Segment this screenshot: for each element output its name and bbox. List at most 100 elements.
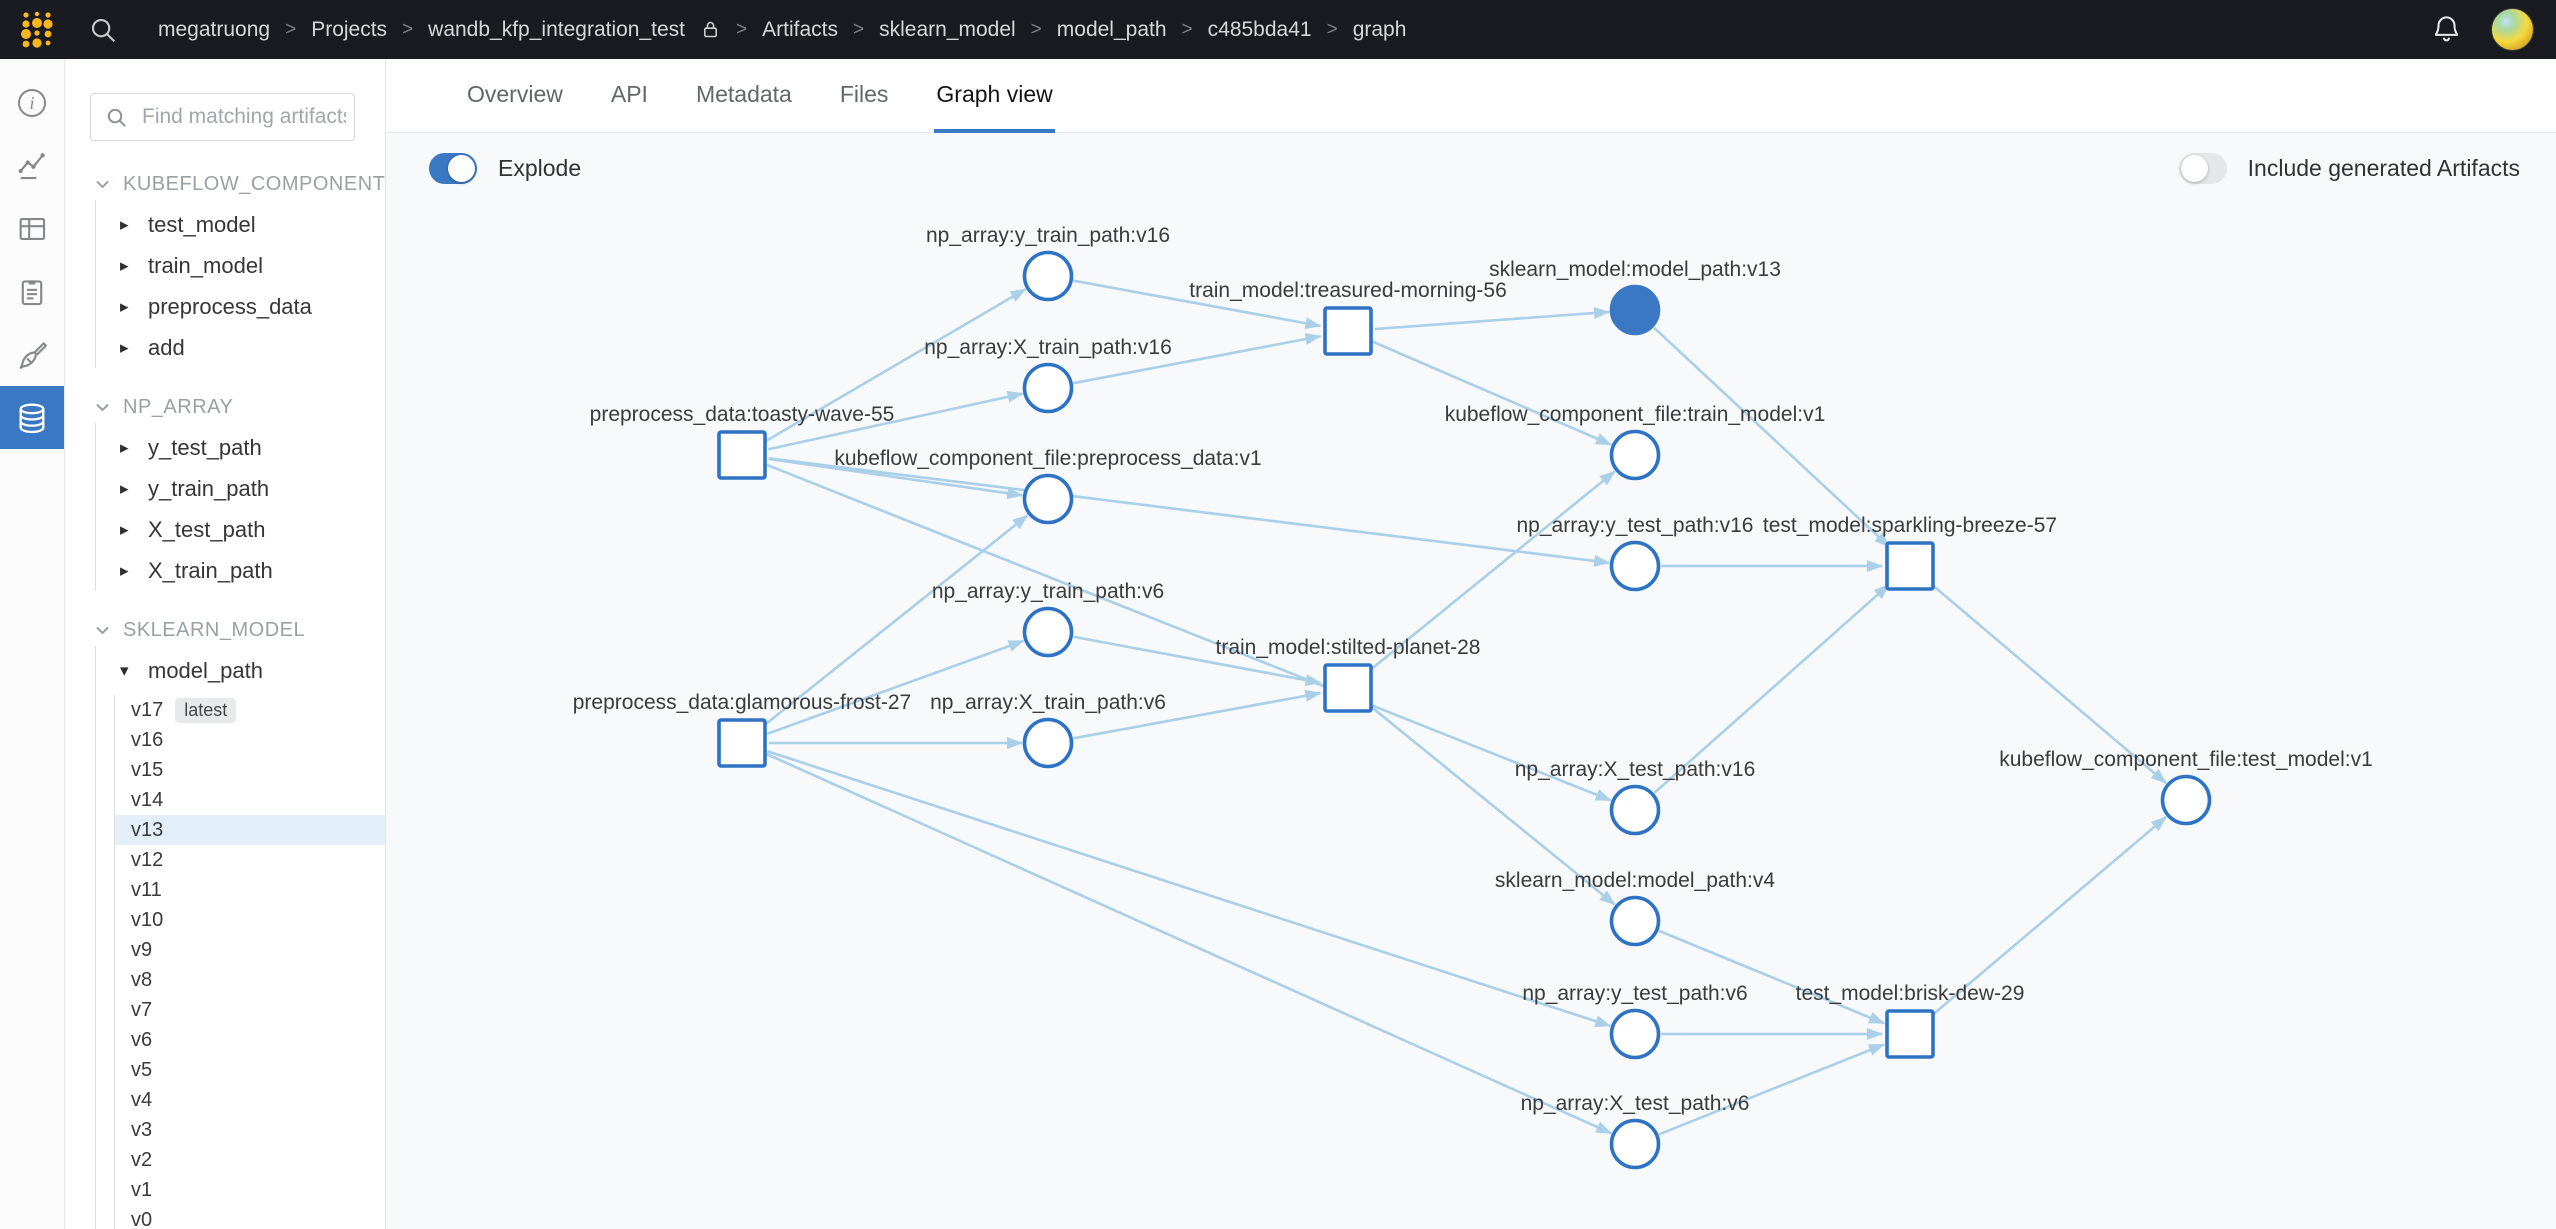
version-item-v11[interactable]: v11 bbox=[115, 875, 385, 905]
graph-node-train_model:treasured-morning-56[interactable]: train_model:treasured-morning-56 bbox=[1189, 279, 1507, 356]
tree-item-train_model[interactable]: ▸train_model bbox=[96, 245, 385, 286]
version-item-v14[interactable]: v14 bbox=[115, 785, 385, 815]
graph-node-np_array:X_test_path:v16[interactable]: np_array:X_test_path:v16 bbox=[1515, 758, 1756, 836]
tab-graph-view[interactable]: Graph view bbox=[934, 59, 1055, 133]
rail-item-sweeps[interactable] bbox=[0, 323, 64, 386]
artifact-search-input[interactable] bbox=[140, 104, 354, 130]
artifact-node-shape[interactable] bbox=[1609, 429, 1661, 481]
graph-node-np_array:y_train_path:v16[interactable]: np_array:y_train_path:v16 bbox=[926, 224, 1170, 302]
version-item-v9[interactable]: v9 bbox=[115, 935, 385, 965]
rail-item-workspace[interactable] bbox=[0, 134, 64, 197]
wandb-logo[interactable] bbox=[14, 7, 60, 53]
tree-item-X_train_path[interactable]: ▸X_train_path bbox=[96, 550, 385, 591]
artifact-node-shape[interactable] bbox=[1609, 784, 1661, 836]
section-header-KUBEFLOW_COMPONENT...[interactable]: KUBEFLOW_COMPONENT... bbox=[65, 169, 385, 200]
version-item-v8[interactable]: v8 bbox=[115, 965, 385, 995]
run-node-shape[interactable] bbox=[717, 718, 767, 768]
version-item-v7[interactable]: v7 bbox=[115, 995, 385, 1025]
version-item-v13[interactable]: v13 bbox=[115, 815, 385, 845]
rail-item-overview[interactable]: i bbox=[0, 71, 64, 134]
search-icon[interactable] bbox=[88, 15, 118, 45]
explode-toggle[interactable] bbox=[429, 152, 477, 184]
version-item-v10[interactable]: v10 bbox=[115, 905, 385, 935]
artifact-node-shape[interactable] bbox=[1609, 1118, 1661, 1170]
version-item-v0[interactable]: v0 bbox=[115, 1205, 385, 1229]
graph-edge-E-F bbox=[768, 457, 1024, 500]
version-item-v2[interactable]: v2 bbox=[115, 1145, 385, 1175]
graph-node-test_model:sparkling-breeze-57[interactable]: test_model:sparkling-breeze-57 bbox=[1763, 514, 2057, 591]
tree-item-y_test_path[interactable]: ▸y_test_path bbox=[96, 427, 385, 468]
artifact-node-shape[interactable] bbox=[1022, 606, 1074, 658]
include-generated-artifacts-toggle[interactable] bbox=[2178, 152, 2227, 184]
tree-item-model_path[interactable]: ▾model_path bbox=[96, 650, 385, 691]
breadcrumb-item-megatruong[interactable]: megatruong bbox=[158, 17, 271, 41]
tree-item-label: y_test_path bbox=[148, 434, 262, 460]
version-item-v16[interactable]: v16 bbox=[115, 725, 385, 755]
chevron-down-icon bbox=[94, 399, 111, 416]
artifact-node-shape[interactable] bbox=[2160, 774, 2212, 826]
tree-item-X_test_path[interactable]: ▸X_test_path bbox=[96, 509, 385, 550]
tab-metadata[interactable]: Metadata bbox=[695, 80, 792, 107]
artifact-node-shape[interactable] bbox=[1022, 473, 1074, 525]
graph-node-np_array:X_train_path:v6[interactable]: np_array:X_train_path:v6 bbox=[930, 691, 1166, 769]
breadcrumb-item-graph[interactable]: graph bbox=[1352, 17, 1407, 41]
section-header-SKLEARN_MODEL[interactable]: SKLEARN_MODEL bbox=[65, 615, 385, 646]
breadcrumb-item-Projects[interactable]: Projects bbox=[311, 17, 388, 41]
artifact-node-shape[interactable] bbox=[1022, 250, 1074, 302]
graph-node-kubeflow_component_file:train_model:v1[interactable]: kubeflow_component_file:train_model:v1 bbox=[1445, 403, 1826, 481]
graph-node-np_array:y_train_path:v6[interactable]: np_array:y_train_path:v6 bbox=[932, 580, 1164, 658]
graph-node-np_array:y_test_path:v16[interactable]: np_array:y_test_path:v16 bbox=[1517, 514, 1754, 592]
graph-edge-E-A bbox=[764, 288, 1027, 443]
tab-overview[interactable]: Overview bbox=[467, 80, 563, 107]
rail-item-table[interactable] bbox=[0, 197, 64, 260]
graph-node-kubeflow_component_file:test_model:v1[interactable]: kubeflow_component_file:test_model:v1 bbox=[1999, 748, 2373, 826]
graph-node-np_array:X_test_path:v6[interactable]: np_array:X_test_path:v6 bbox=[1521, 1092, 1750, 1170]
graph-node-train_model:stilted-planet-28[interactable]: train_model:stilted-planet-28 bbox=[1216, 636, 1481, 713]
breadcrumb-item-Artifacts[interactable]: Artifacts bbox=[762, 17, 838, 41]
artifact-node-shape[interactable] bbox=[1609, 284, 1661, 336]
rail-item-reports[interactable] bbox=[0, 260, 64, 323]
graph-node-label: test_model:brisk-dew-29 bbox=[1796, 982, 2025, 1005]
breadcrumb-item-wandb_kfp_integration_test[interactable]: wandb_kfp_integration_test bbox=[428, 17, 686, 41]
breadcrumb-item-model_path[interactable]: model_path bbox=[1056, 17, 1167, 41]
artifact-node-shape[interactable] bbox=[1022, 717, 1074, 769]
version-item-v15[interactable]: v15 bbox=[115, 755, 385, 785]
run-node-shape[interactable] bbox=[717, 430, 767, 480]
version-item-v3[interactable]: v3 bbox=[115, 1115, 385, 1145]
graph-node-np_array:y_test_path:v6[interactable]: np_array:y_test_path:v6 bbox=[1522, 982, 1748, 1060]
version-item-v6[interactable]: v6 bbox=[115, 1025, 385, 1055]
artifact-node-shape[interactable] bbox=[1609, 1008, 1661, 1060]
run-node-shape[interactable] bbox=[1323, 306, 1373, 356]
graph-node-sklearn_model:model_path:v13[interactable]: sklearn_model:model_path:v13 bbox=[1489, 258, 1781, 336]
graph-node-np_array:X_train_path:v16[interactable]: np_array:X_train_path:v16 bbox=[924, 336, 1172, 414]
tree-item-preprocess_data[interactable]: ▸preprocess_data bbox=[96, 286, 385, 327]
version-item-v1[interactable]: v1 bbox=[115, 1175, 385, 1205]
notifications-bell-icon[interactable] bbox=[2430, 13, 2463, 46]
graph-node-preprocess_data:glamorous-frost-27[interactable]: preprocess_data:glamorous-frost-27 bbox=[573, 691, 912, 768]
rail-item-artifacts[interactable] bbox=[0, 386, 64, 449]
breadcrumb-item-sklearn_model[interactable]: sklearn_model bbox=[879, 17, 1016, 41]
artifact-node-shape[interactable] bbox=[1609, 895, 1661, 947]
run-node-shape[interactable] bbox=[1885, 1009, 1935, 1059]
graph-node-sklearn_model:model_path:v4[interactable]: sklearn_model:model_path:v4 bbox=[1495, 869, 1775, 947]
user-avatar[interactable] bbox=[2491, 8, 2534, 51]
version-item-v5[interactable]: v5 bbox=[115, 1055, 385, 1085]
artifact-node-shape[interactable] bbox=[1609, 540, 1661, 592]
version-item-v12[interactable]: v12 bbox=[115, 845, 385, 875]
tree-item-y_train_path[interactable]: ▸y_train_path bbox=[96, 468, 385, 509]
tab-api[interactable]: API bbox=[610, 80, 648, 107]
graph-node-test_model:brisk-dew-29[interactable]: test_model:brisk-dew-29 bbox=[1796, 982, 2025, 1059]
tree-item-test_model[interactable]: ▸test_model bbox=[96, 204, 385, 245]
artifact-node-shape[interactable] bbox=[1022, 362, 1074, 414]
graph-node-kubeflow_component_file:preprocess_data:v1[interactable]: kubeflow_component_file:preprocess_data:… bbox=[834, 447, 1262, 525]
graph-node-preprocess_data:toasty-wave-55[interactable]: preprocess_data:toasty-wave-55 bbox=[590, 403, 895, 480]
tree-item-add[interactable]: ▸add bbox=[96, 327, 385, 368]
run-node-shape[interactable] bbox=[1323, 663, 1373, 713]
run-node-shape[interactable] bbox=[1885, 541, 1935, 591]
tab-files[interactable]: Files bbox=[839, 80, 889, 107]
version-item-v4[interactable]: v4 bbox=[115, 1085, 385, 1115]
section-header-NP_ARRAY[interactable]: NP_ARRAY bbox=[65, 392, 385, 423]
chevron-down-icon bbox=[94, 622, 111, 639]
breadcrumb-item-c485bda41[interactable]: c485bda41 bbox=[1207, 17, 1312, 41]
